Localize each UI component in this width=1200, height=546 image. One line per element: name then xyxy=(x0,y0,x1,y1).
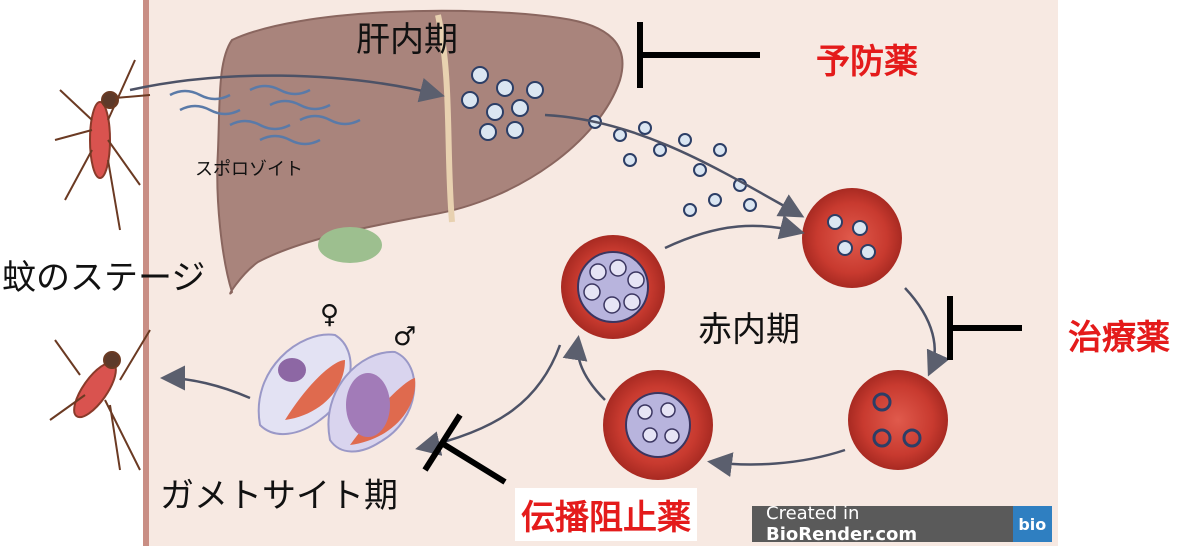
watermark-text: Created in BioRender.com xyxy=(752,503,1013,545)
sporozoite-swarm xyxy=(169,84,361,146)
merozoite-stream xyxy=(588,115,757,217)
therapeutic-drug-label: 治療薬 xyxy=(1068,318,1170,358)
sporozoite-label: スポロゾイト xyxy=(195,159,303,180)
arrow-cycle-1 xyxy=(904,287,950,377)
female-gametocyte xyxy=(257,333,352,436)
liver-stage-label: 肝内期 xyxy=(356,20,458,60)
biorender-watermark: Created in BioRender.com bio xyxy=(752,503,1052,545)
liver-schizont xyxy=(461,66,544,141)
inhibitor-transmission xyxy=(422,413,507,485)
mosquito-top xyxy=(54,59,151,231)
arrow-to-mosquito xyxy=(160,365,251,400)
watermark-brand: BioRender.com xyxy=(766,524,918,545)
arrow-to-gametocyte xyxy=(415,344,562,456)
arrow-cycle-3 xyxy=(562,335,606,401)
blood-stage-label: 赤内期 xyxy=(698,310,800,350)
arrow-cycle-4 xyxy=(664,215,805,250)
rbc-schizont-mature xyxy=(561,235,665,339)
gametocyte-stage-label: ガメトサイト期 xyxy=(160,476,398,516)
inhibitor-therapeutic xyxy=(947,296,1022,360)
mosquito-boundary-line xyxy=(143,0,149,546)
rbc-schizont-early xyxy=(603,370,713,480)
male-gametocyte xyxy=(327,350,416,453)
rbc-ring-stage xyxy=(802,188,902,288)
female-symbol: ♀ xyxy=(320,300,340,330)
mosquito-bottom xyxy=(49,329,151,471)
biorender-logo: bio xyxy=(1012,506,1052,542)
rbc-trophozoite xyxy=(848,370,948,470)
mosquito-stage-label: 蚊のステージ xyxy=(2,258,206,298)
male-symbol: ♂ xyxy=(393,322,417,352)
arrow-cycle-2 xyxy=(707,448,846,477)
liver xyxy=(216,9,624,295)
watermark-prefix: Created in xyxy=(766,503,860,524)
arrow-to-rbc xyxy=(544,113,805,218)
prophylactic-drug-label: 予防薬 xyxy=(816,42,918,82)
inhibitor-prophylactic xyxy=(637,22,760,88)
arrow-to-liver xyxy=(129,74,445,103)
transmission-blocking-drug-label: 伝播阻止薬 xyxy=(515,488,697,541)
